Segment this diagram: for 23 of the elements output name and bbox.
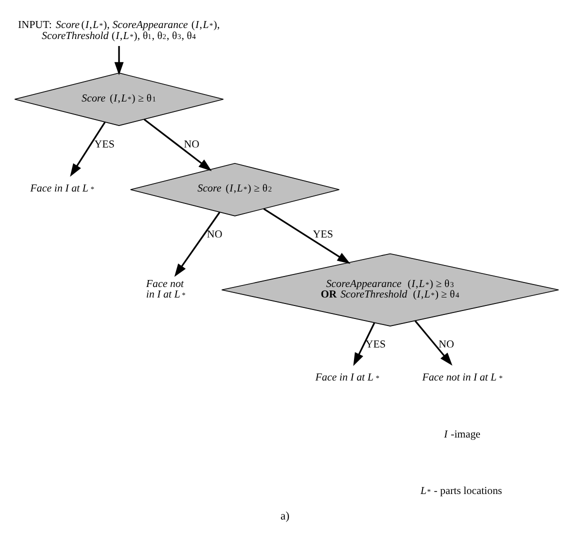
arrow (174, 212, 220, 277)
arrow (114, 46, 124, 76)
node-diamond: Score (I,L*) ≥ θ2 (130, 162, 340, 216)
edge-label: YES (312, 228, 334, 241)
arrow (144, 118, 212, 172)
arrow (70, 122, 106, 177)
arrow (414, 320, 452, 366)
node-diamond: Score (I,L*) ≥ θ1 (14, 72, 224, 126)
node-text: INPUT: Score(I,L*), ScoreAppearance(I,L*), ScoreThreshold(I,L*), θ1, θ2, θ3, θ4 (18, 19, 220, 42)
node-text: Face not in I at L* (146, 278, 186, 301)
node-text: Face not in I at L* (422, 372, 502, 384)
arrow (353, 322, 376, 366)
edge-label: NO (438, 338, 454, 351)
label: L* - parts locations (420, 484, 502, 497)
node-text: Face in I at L* (315, 372, 380, 384)
edge-label: NO (206, 228, 222, 241)
caption: a) (280, 510, 290, 522)
node-text: Face in I at L* (30, 182, 94, 195)
edge-label: YES (366, 338, 386, 351)
label: I -image (444, 428, 480, 440)
arrow (263, 208, 350, 264)
edge-label: YES (94, 138, 115, 150)
edge-label: NO (184, 138, 200, 150)
